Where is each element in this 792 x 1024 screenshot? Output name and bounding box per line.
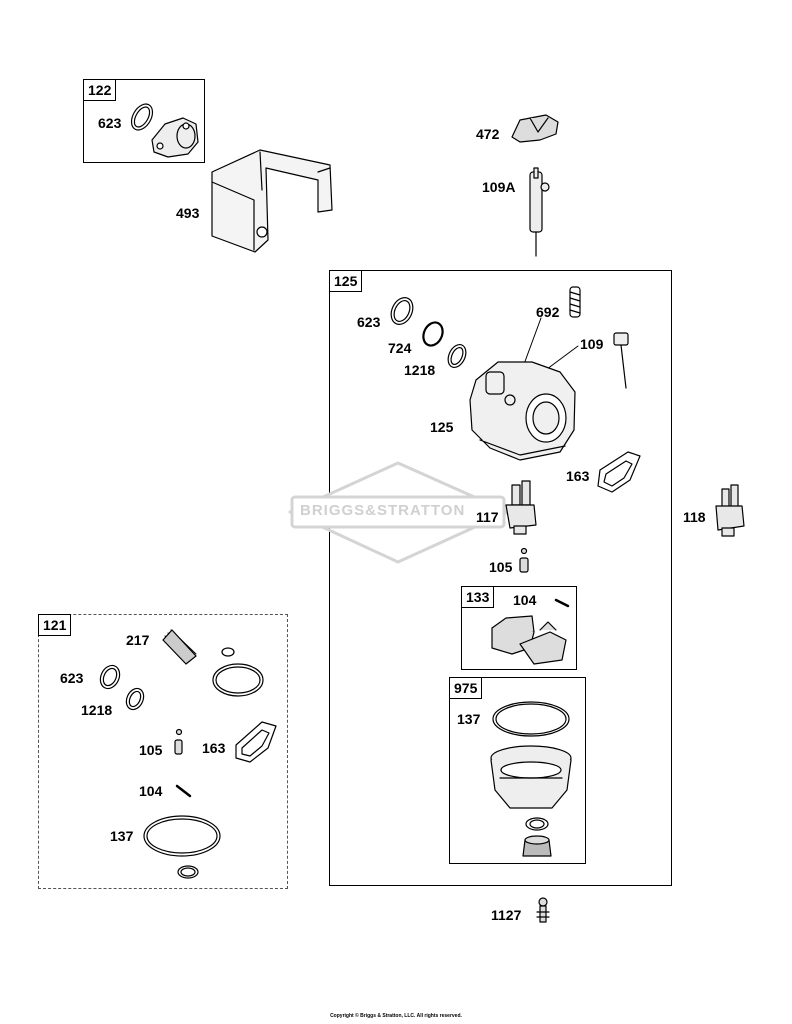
group-frame-121 [38,614,288,889]
group-frame-125 [329,270,672,886]
callout-137-group975: 137 [457,711,481,727]
oring-1218-group121 [125,687,145,711]
group-label-975: 975 [449,677,483,699]
float-bowl-975 [490,745,572,809]
oring-623-group125 [390,297,414,325]
jet-105-group125 [519,547,529,573]
oring-large-group121 [212,663,264,697]
oring-1218-group125 [447,344,467,368]
fuel-solenoid-117 [505,480,537,535]
oring-137-group121 [143,815,221,857]
callout-104-group133: 104 [513,592,537,608]
group-label-125: 125 [329,270,363,292]
spring-692 [569,286,581,318]
group-frame-975 [449,677,586,864]
callout-623-group122: 623 [98,115,122,131]
throttle-bracket-part [211,149,333,253]
oring-137-group975 [492,701,570,737]
group-label-122: 122 [83,79,117,101]
group-frame-122 [83,79,205,163]
callout-623-group125: 623 [357,314,381,330]
bolt-1127 [536,897,550,923]
choke-knob-part [511,114,559,143]
bowl-nut-975 [522,835,552,857]
oring-623-group121 [99,664,121,690]
copyright-footer: Copyright © Briggs & Stratton, LLC. All … [330,1013,462,1019]
group-label-133: 133 [461,586,495,608]
callout-105-group121: 105 [139,742,163,758]
spring-217 [162,629,197,665]
callout-692: 692 [536,304,560,320]
callout-105-group125: 105 [489,559,513,575]
callout-724: 724 [388,340,412,356]
callout-137-group121: 137 [110,828,134,844]
jet-105-group121 [174,728,183,755]
callout-472: 472 [476,126,500,142]
callout-217: 217 [126,632,150,648]
watermark-text: BRIGGS&STRATTON [300,502,466,519]
carburetor-body-125 [469,361,576,461]
oring-bottom-group121 [177,865,199,879]
callout-109: 109 [580,336,604,352]
bowl-seal-975 [525,817,549,831]
screw-109 [613,332,629,389]
gasket-163-group121 [235,721,277,763]
callout-117: 117 [476,509,499,525]
gasket-163-group125 [597,451,641,493]
pin-104-group133 [554,598,570,608]
callout-1218-group121: 1218 [81,702,113,718]
callout-109A: 109A [482,179,516,195]
float-133 [491,615,567,665]
oring-623-group122 [130,103,154,131]
group-label-121: 121 [38,614,72,636]
callout-623-group121: 623 [60,670,84,686]
throttle-shaft-109A [529,167,550,257]
seal-724 [422,321,444,347]
callout-118: 118 [683,509,706,525]
oring-small-group121 [221,647,235,657]
intake-adapter-part [151,117,199,158]
callout-163-group121: 163 [202,740,226,756]
pin-104-group121 [175,784,192,798]
callout-163-group125: 163 [566,468,590,484]
callout-125: 125 [430,419,454,435]
callout-104-group121: 104 [139,783,163,799]
callout-1218-group125: 1218 [404,362,436,378]
callout-1127: 1127 [491,907,522,923]
group-frame-133 [461,586,577,670]
callout-493: 493 [176,205,200,221]
fuel-solenoid-118 [715,484,745,537]
